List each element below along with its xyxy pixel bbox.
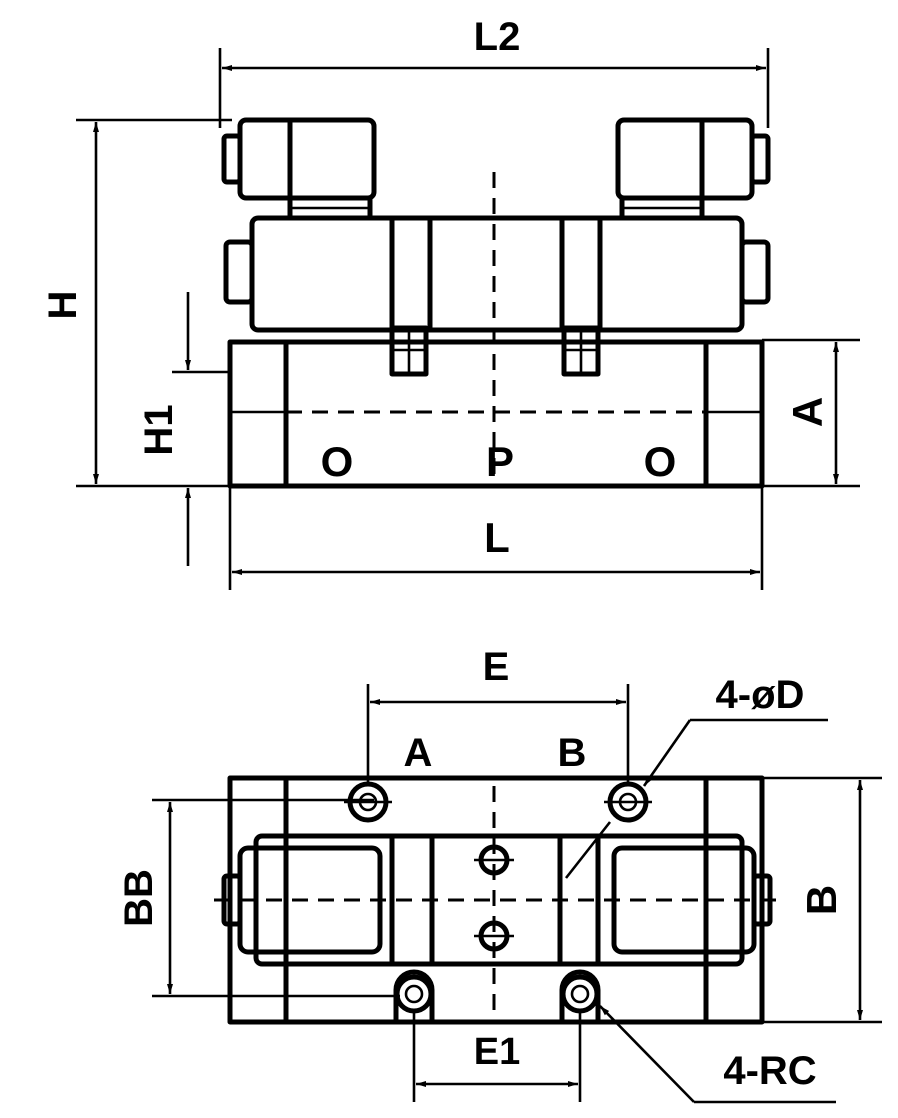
left-solenoid [237,117,377,201]
right-solenoid [615,117,755,201]
base-block [227,339,765,489]
front-view: O P O L2 H H1 A L [41,15,860,590]
rc-port-left [394,974,434,1014]
callout-4-od: 4-øD [716,673,805,717]
valve-body [249,215,745,333]
dim-label-e: E [483,645,510,689]
rc-port-right [560,974,600,1014]
port-label-o-left: O [321,438,354,485]
dim-label-l2: L2 [474,15,521,59]
top-view: A B E 4-øD BB B E1 4-RC [117,645,882,1104]
port-label-a: A [404,731,433,775]
dim-label-h: H [41,291,85,320]
port-label-b: B [558,731,587,775]
dim-label-b: B [798,885,845,915]
dim-label-a: A [784,397,831,427]
dim-label-l: L [484,514,510,561]
dim-label-bb: BB [117,869,161,927]
port-label-p: P [486,438,514,485]
callout-4-rc: 4-RC [723,1049,816,1093]
port-label-o-right: O [644,438,677,485]
dim-label-e1: E1 [474,1031,520,1073]
dim-label-h1: H1 [137,404,181,455]
